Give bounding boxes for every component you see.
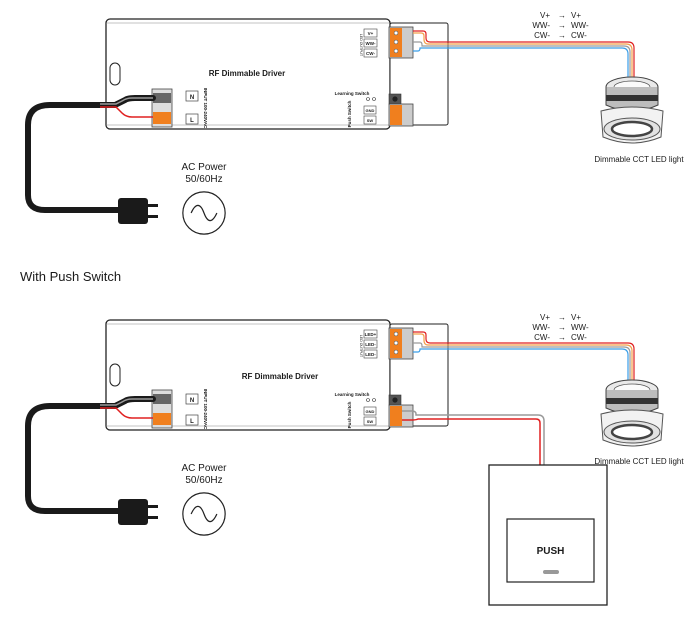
input-terminal-l: L: [190, 118, 194, 124]
output-terminal-2: WW-: [366, 41, 376, 46]
learning-switch-label: Learning Switch: [335, 392, 370, 397]
push-switch-label: Push Switch: [347, 100, 352, 127]
push-terminal-sw: SW: [367, 118, 374, 123]
input-spec: INPUT 100-240VAC: [203, 389, 208, 430]
input-terminal-n: N: [190, 95, 194, 101]
terminal-orange: [153, 112, 171, 124]
svg-text:→: →: [558, 323, 566, 332]
push-terminal-sw: SW: [367, 419, 374, 424]
svg-text:WW-: WW-: [532, 323, 550, 332]
push-terminal-gnd: GND: [366, 108, 375, 113]
svg-text:CW-: CW-: [534, 333, 550, 342]
output-terminal-1: LED+: [365, 332, 377, 337]
led-light-icon: [599, 75, 665, 145]
input-terminal-n: N: [190, 398, 194, 404]
diagram-1: N L INPUT 100-240VAC RF Dimmable Driver …: [25, 11, 684, 235]
ac-plug-icon: [118, 198, 158, 224]
input-spec: INPUT 100-240VAC: [203, 88, 208, 129]
push-button-label: PUSH: [537, 546, 565, 557]
push-switch-panel: PUSH: [488, 464, 608, 606]
svg-text:WW-: WW-: [532, 21, 550, 30]
ac-input-cable: [25, 396, 156, 514]
push-switch-label: Push Switch: [347, 401, 352, 428]
input-terminal-l: L: [190, 419, 194, 425]
light-label: Dimmable CCT LED light: [594, 457, 684, 466]
section-title: With Push Switch: [20, 269, 121, 284]
svg-text:WW-: WW-: [571, 21, 589, 30]
svg-text:→: →: [558, 313, 566, 322]
svg-text:CW-: CW-: [571, 333, 587, 342]
ac-power-label: AC Power: [181, 463, 227, 474]
mounting-slot-left: [109, 363, 121, 387]
svg-text:→: →: [558, 21, 566, 30]
learning-switch-label: Learning Switch: [335, 91, 370, 96]
light-label: Dimmable CCT LED light: [594, 155, 684, 164]
ac-frequency-label: 50/60Hz: [185, 475, 222, 486]
svg-text:→: →: [558, 11, 566, 20]
output-terminal-1: V+: [368, 31, 374, 36]
svg-text:V+: V+: [540, 313, 550, 322]
mounting-slot-left: [109, 62, 121, 86]
ac-source-icon: [182, 191, 226, 235]
ac-input-cable: [25, 95, 156, 213]
output-wires: [413, 331, 635, 383]
svg-text:V+: V+: [571, 11, 581, 20]
svg-text:CW-: CW-: [534, 31, 550, 40]
led-output-label: LED OUTPUT: [359, 335, 363, 358]
svg-text:CW-: CW-: [571, 31, 587, 40]
output-wires: [413, 30, 635, 80]
svg-text:V+: V+: [571, 313, 581, 322]
led-light-icon: [599, 378, 665, 448]
output-terminal-3: LED-: [365, 352, 376, 357]
led-output-label: LED OUTPUT: [359, 34, 363, 57]
wire-legend: V+ → V+ WW- → WW- CW- → CW-: [532, 313, 589, 342]
push-terminal-gnd: GND: [366, 409, 375, 414]
ac-frequency-label: 50/60Hz: [185, 174, 222, 185]
svg-text:WW-: WW-: [571, 323, 589, 332]
diagram-2: N L INPUT 100-240VAC RF Dimmable Driver …: [25, 313, 684, 606]
output-terminal-3: CW-: [366, 51, 375, 56]
driver-title: RF Dimmable Driver: [242, 372, 318, 381]
ac-power-label: AC Power: [181, 162, 227, 173]
ac-plug-icon: [118, 499, 158, 525]
driver-title: RF Dimmable Driver: [209, 69, 285, 78]
push-switch-wires: [402, 410, 545, 465]
output-terminal-2: LED-: [365, 342, 376, 347]
ac-source-icon: [182, 492, 226, 536]
svg-text:→: →: [558, 333, 566, 342]
svg-text:→: →: [558, 31, 566, 40]
svg-text:V+: V+: [540, 11, 550, 20]
wire-legend: V+ → V+ WW- → WW- CW- → CW-: [532, 11, 589, 40]
